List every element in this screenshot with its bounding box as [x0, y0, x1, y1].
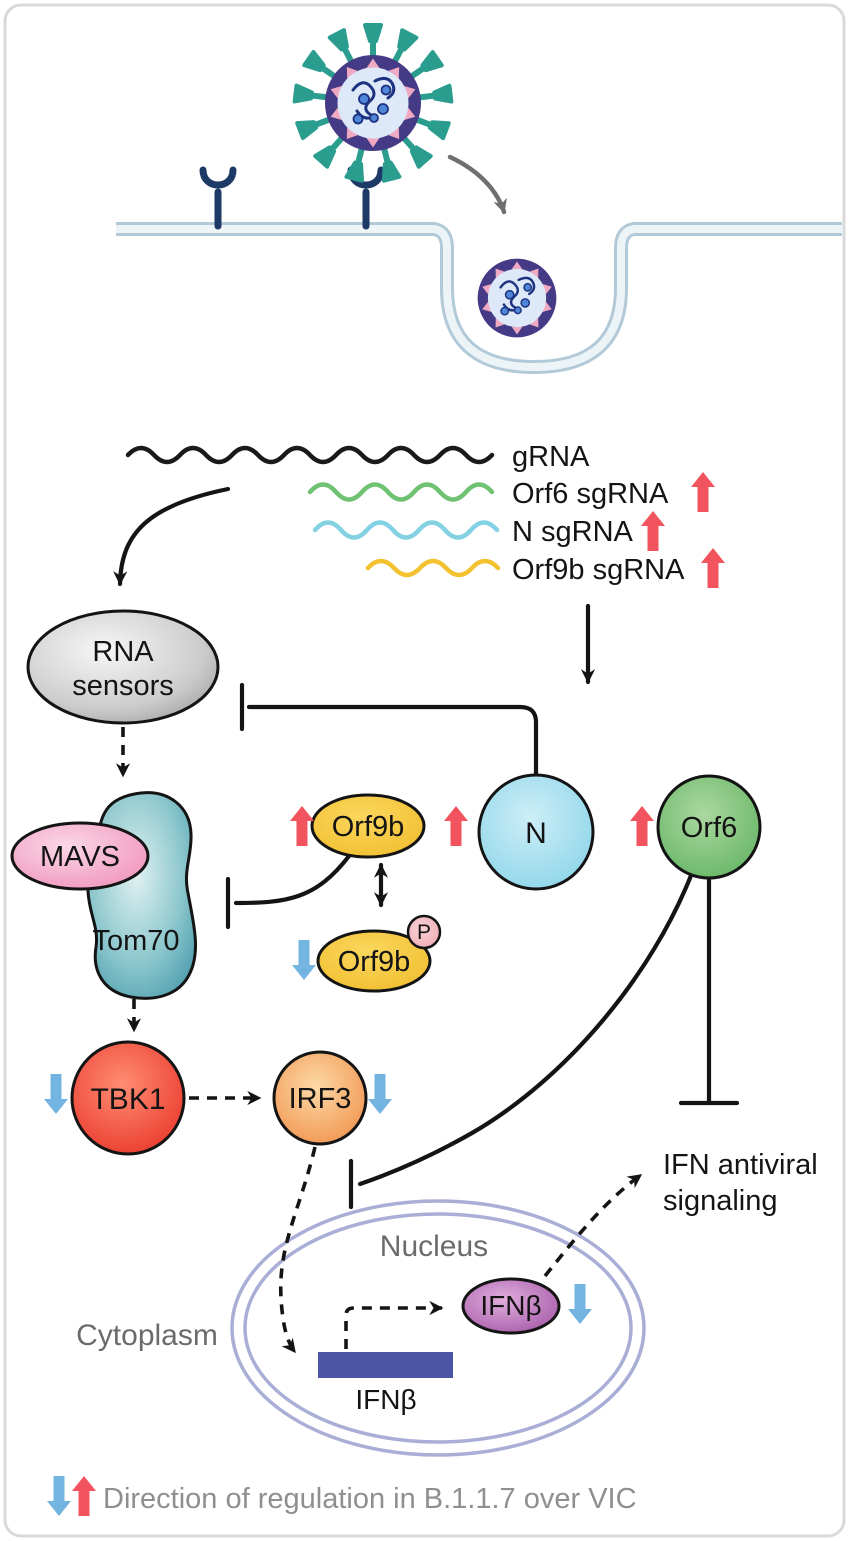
protein-to-signaling-dashed-arrow [543, 1173, 643, 1278]
ifn-signaling-label-line1: IFN antiviral [663, 1149, 818, 1181]
orf6-node [656, 774, 762, 880]
orf9b-inhibits-tom70-line [225, 853, 352, 930]
n-node [477, 773, 595, 891]
rna-sensors-label-line2: sensors [72, 670, 174, 702]
cytoplasm-label: Cytoplasm [76, 1319, 218, 1352]
mavs-label: MAVS [40, 841, 120, 873]
tom70-label: Tom70 [92, 925, 179, 957]
phospho-badge [406, 914, 442, 950]
grna-to-sensors-arrow [113, 486, 231, 587]
rna-sensors-node [26, 609, 220, 725]
virus-endocytosed [476, 257, 558, 339]
tbk1-node [70, 1040, 186, 1156]
n-inhibits-sensors-line [239, 682, 539, 777]
legend-text: Direction of regulation in B.1.1.7 over … [103, 1483, 637, 1515]
orf6-inhibits-irf3-import-line [348, 870, 695, 1210]
card-border [3, 3, 846, 1538]
orf9b-p-node [316, 929, 432, 993]
grna-wave [125, 445, 495, 465]
orf6-label: Orf6 [681, 812, 737, 844]
orf6-inhibits-ifn-line [678, 875, 740, 1106]
nucleus-label: Nucleus [380, 1230, 488, 1263]
orf6-sgrna-wave [307, 482, 495, 502]
orf9b-node [310, 793, 426, 859]
orf9b-p-label: Orf9b [338, 946, 411, 978]
n-label: N [525, 817, 547, 850]
gene-to-protein-dashed-arrow [344, 1300, 444, 1349]
membrane-receptor [199, 166, 237, 230]
phospho-badge-label: P [417, 921, 431, 944]
mavs-node [10, 821, 150, 891]
ifnb-gene-bar [318, 1352, 453, 1378]
virus-entry-arrow [447, 154, 507, 215]
orf9b-label: Orf9b [332, 811, 405, 843]
orf9b-sgrna-label: Orf9b sgRNA [512, 554, 685, 586]
irf3-label: IRF3 [289, 1083, 352, 1115]
n-sgrna-label: N sgRNA [512, 516, 634, 548]
tbk1-label: TBK1 [90, 1083, 165, 1116]
orf6-sgrna-label: Orf6 sgRNA [512, 478, 669, 510]
cell-membrane [116, 222, 842, 374]
ifnb-gene-label: IFNβ [355, 1384, 416, 1415]
nucleus-outline [230, 1199, 646, 1457]
ifnb-protein-node [461, 1277, 561, 1335]
ifnb-protein-label: IFNβ [480, 1290, 541, 1321]
grna-label: gRNA [512, 441, 590, 473]
tom70-node [86, 791, 197, 1000]
n-sgrna-wave [312, 520, 500, 540]
rna-sensors-label-line1: RNA [92, 636, 154, 668]
ifn-signaling-label-line2: signaling [663, 1185, 777, 1217]
irf3-to-nucleus-dashed-arrow [278, 1146, 317, 1354]
irf3-node [272, 1050, 368, 1146]
orf9b-sgrna-wave [365, 558, 501, 578]
